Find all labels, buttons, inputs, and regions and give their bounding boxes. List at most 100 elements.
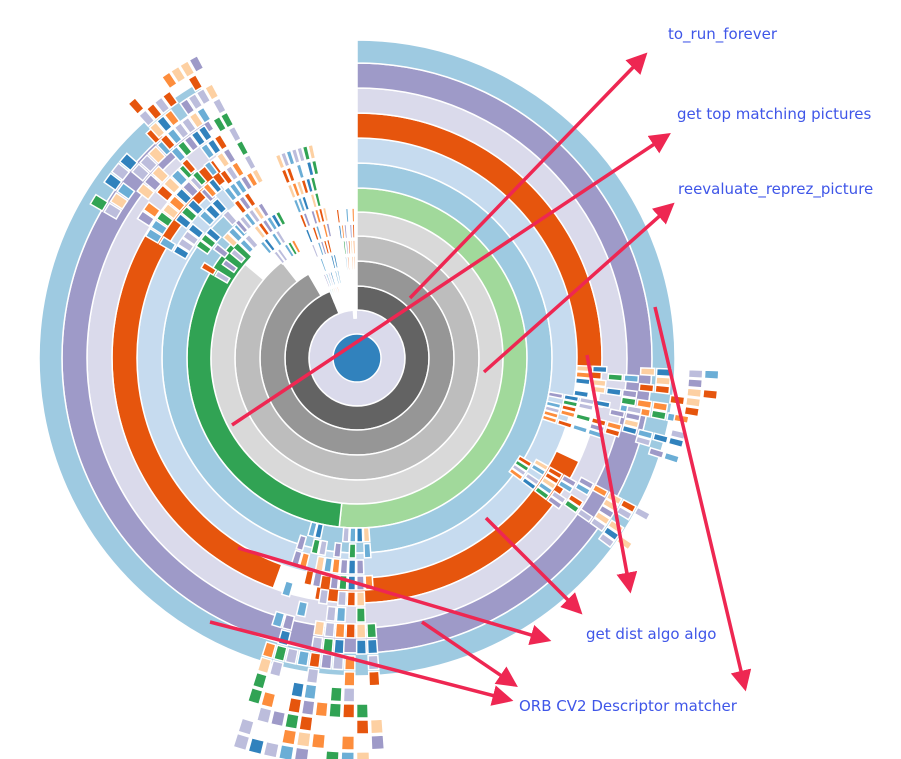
outer-segment — [130, 162, 151, 182]
outer-segment — [204, 203, 222, 221]
outer-segment — [605, 387, 622, 397]
outer-segment — [296, 649, 311, 667]
outer-segment — [302, 211, 312, 228]
outer-segment — [219, 111, 235, 130]
annotation-arrow — [209, 620, 514, 706]
outer-segment — [191, 169, 208, 187]
outer-segment — [567, 493, 585, 509]
outer-segment — [252, 204, 266, 222]
outer-segment — [213, 133, 229, 152]
outer-segment — [187, 222, 205, 240]
outer-segment — [323, 621, 336, 638]
outer-segment — [190, 129, 207, 148]
outer-segment — [322, 556, 334, 574]
outer-segment — [686, 378, 704, 389]
outer-segment — [533, 485, 551, 501]
outer-segment — [348, 527, 357, 543]
outer-segment — [285, 166, 297, 183]
outer-segment — [187, 73, 204, 93]
outer-segment — [207, 177, 224, 195]
outer-segment — [172, 244, 191, 261]
outer-segment — [277, 743, 295, 759]
outer-segment — [332, 541, 343, 559]
outer-segment — [325, 605, 337, 622]
outer-segment — [136, 182, 156, 201]
outer-segment — [647, 446, 665, 460]
outer-segment — [136, 209, 156, 228]
outer-segment — [210, 197, 228, 215]
outer-segment — [243, 233, 260, 250]
outer-segment — [178, 59, 196, 79]
outer-segment — [309, 176, 319, 193]
outer-segment — [160, 71, 179, 90]
outer-segment — [355, 607, 367, 623]
outer-segment — [335, 268, 343, 285]
outer-segment — [155, 184, 175, 203]
outer-segment — [577, 401, 595, 412]
outer-segment — [255, 705, 273, 725]
outer-segment — [290, 680, 306, 699]
outer-segment — [166, 127, 184, 146]
outer-segment — [247, 207, 262, 225]
sunburst-rings — [38, 39, 676, 677]
outer-segment — [262, 740, 281, 759]
outer-segment — [251, 671, 269, 690]
outer-segment — [355, 719, 370, 735]
outer-segment — [199, 142, 216, 160]
outer-segment — [300, 699, 316, 717]
outer-segment — [161, 202, 180, 220]
outer-segment — [103, 202, 123, 221]
outer-segment — [331, 557, 341, 575]
outer-segment — [204, 226, 223, 244]
outer-segment — [215, 151, 231, 169]
outer-segment — [607, 373, 624, 382]
outer-segment — [508, 467, 525, 482]
outer-segment — [305, 667, 320, 685]
annotation-arrow — [482, 202, 675, 374]
outer-segment — [143, 173, 163, 193]
outer-segment — [621, 388, 638, 399]
outer-segment — [110, 162, 131, 182]
outer-segment — [228, 181, 244, 199]
outer-segment — [145, 102, 164, 121]
outer-segment — [237, 717, 256, 737]
annotation-arrow — [653, 306, 752, 692]
outer-segment — [560, 403, 578, 414]
outer-segment — [148, 121, 166, 140]
outer-segment — [332, 253, 340, 270]
outer-segment — [180, 157, 198, 175]
outer-segment — [342, 686, 356, 703]
outer-segment — [310, 159, 320, 176]
outer-segment — [543, 471, 561, 486]
outer-segment — [295, 146, 307, 163]
outer-segment — [89, 193, 109, 213]
outer-segment — [597, 504, 616, 520]
outer-segment — [187, 92, 204, 111]
outer-segment — [636, 398, 653, 410]
outer-segment — [344, 207, 350, 224]
outer-segment — [313, 191, 323, 208]
outer-segment — [651, 400, 669, 413]
outer-segment — [283, 712, 300, 731]
outer-segment — [202, 181, 218, 199]
outer-segment — [138, 153, 159, 174]
outer-segment — [654, 384, 671, 395]
outer-segment — [200, 261, 218, 277]
outer-segment — [334, 622, 346, 639]
outer-segment — [173, 121, 191, 140]
annotation-arrow — [231, 133, 671, 427]
outer-segment — [301, 144, 312, 162]
outer-segment — [335, 606, 347, 623]
outer-segment — [350, 207, 356, 223]
outer-segment — [589, 516, 607, 533]
outer-segment — [163, 108, 181, 128]
outer-segment — [285, 149, 296, 167]
outer-segment — [638, 382, 655, 393]
outer-segment — [605, 420, 623, 432]
outer-segment — [537, 481, 554, 496]
outer-segment — [366, 622, 378, 639]
outer-segment — [347, 559, 357, 575]
outer-segment — [356, 527, 364, 543]
outer-segment — [188, 111, 205, 130]
